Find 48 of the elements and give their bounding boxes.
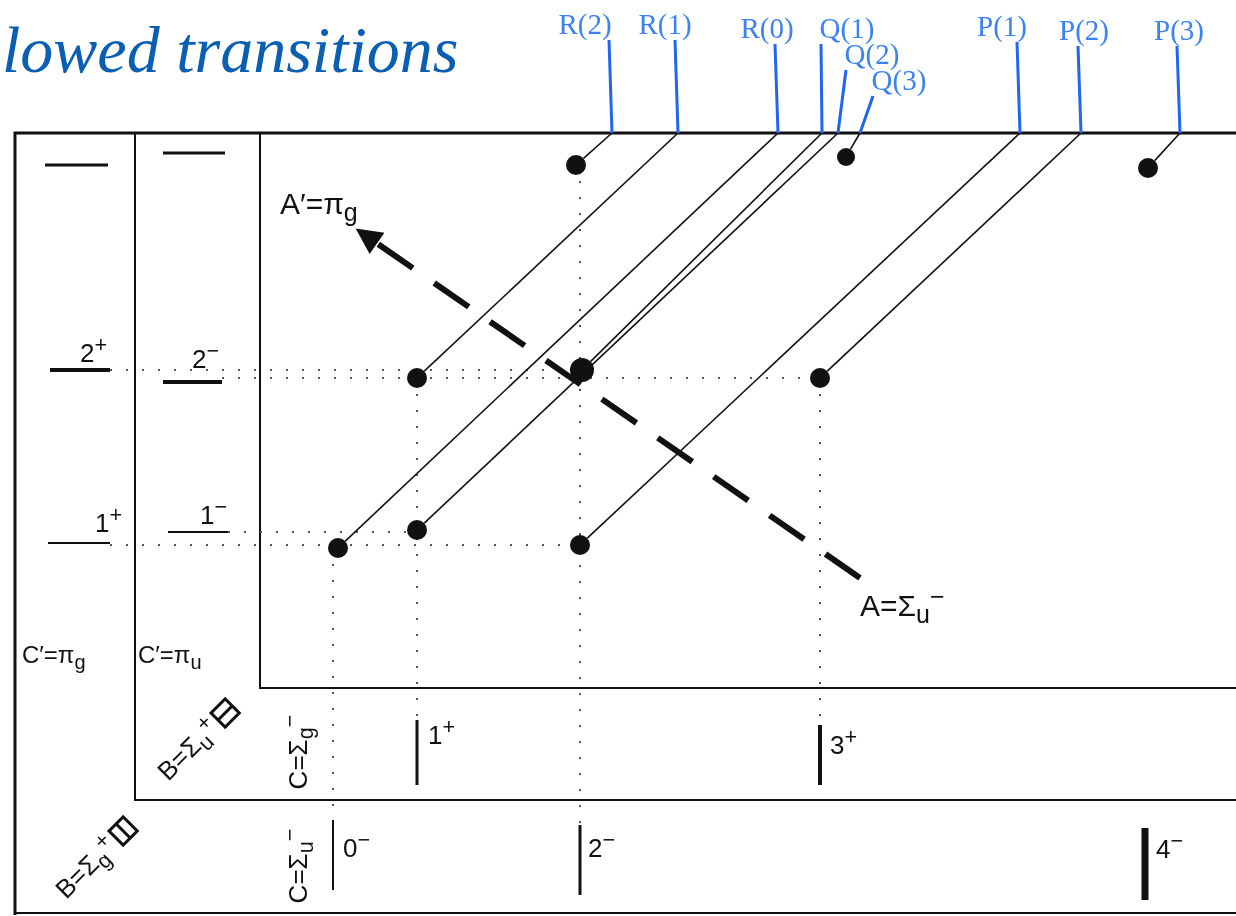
leader-line: [773, 43, 780, 134]
leader-line: [858, 95, 875, 134]
level-label: 1$^{−}$: [200, 493, 228, 530]
transition-label: P(3): [1150, 14, 1208, 46]
level-label: C′=π$_{g}$: [22, 640, 86, 675]
transition-line: [589, 132, 823, 363]
level-label: C′=π$_{u}$: [138, 640, 202, 675]
level-dot: [407, 368, 427, 388]
leader-line: [673, 39, 680, 134]
transition-line: [1153, 132, 1181, 162]
level-label: 1$^{+}$: [95, 501, 123, 538]
title: lowed transitions: [2, 12, 459, 88]
level-label: 0$^{−}$: [343, 826, 371, 863]
level-label: 2$^{−}$: [192, 337, 220, 374]
leader-line: [1015, 41, 1022, 134]
level-label: 2$^{−}$: [588, 826, 616, 863]
leader-line: [836, 69, 848, 134]
level-dot: [810, 368, 830, 388]
level-dot: [1138, 158, 1158, 178]
level-dot: [407, 520, 427, 540]
state-label: A′=π$_{g}$: [280, 186, 358, 230]
level-label: 2$^{+}$: [80, 331, 108, 368]
transition-label: R(0): [738, 12, 796, 44]
transition-label: P(1): [973, 10, 1031, 42]
leader-line: [1076, 45, 1083, 134]
level-dot: [570, 358, 594, 382]
transition-label: P(2): [1055, 14, 1113, 46]
level-label: 4$^{−}$: [1156, 827, 1184, 864]
transition-line: [423, 132, 679, 372]
level-dot: [566, 155, 586, 175]
leader-line: [819, 44, 824, 133]
level-dot: [570, 535, 590, 555]
transition-line: [586, 132, 1021, 539]
transition-label: Q(1): [818, 12, 876, 44]
transition-line: [582, 132, 613, 160]
leader-line: [607, 39, 614, 134]
level-label: 1$^{+}$: [428, 713, 456, 750]
transition-label: R(1): [636, 8, 694, 40]
leader-line: [1175, 45, 1182, 134]
dashed-arrow: [355, 227, 862, 581]
level-dot: [328, 538, 348, 558]
level-label: 3$^{+}$: [830, 723, 858, 760]
transition-line: [826, 132, 1082, 372]
transition-line: [423, 132, 839, 524]
transition-line: [849, 132, 861, 150]
level-dot: [837, 148, 855, 166]
transition-line: [344, 132, 779, 542]
transition-label: R(2): [556, 8, 614, 40]
